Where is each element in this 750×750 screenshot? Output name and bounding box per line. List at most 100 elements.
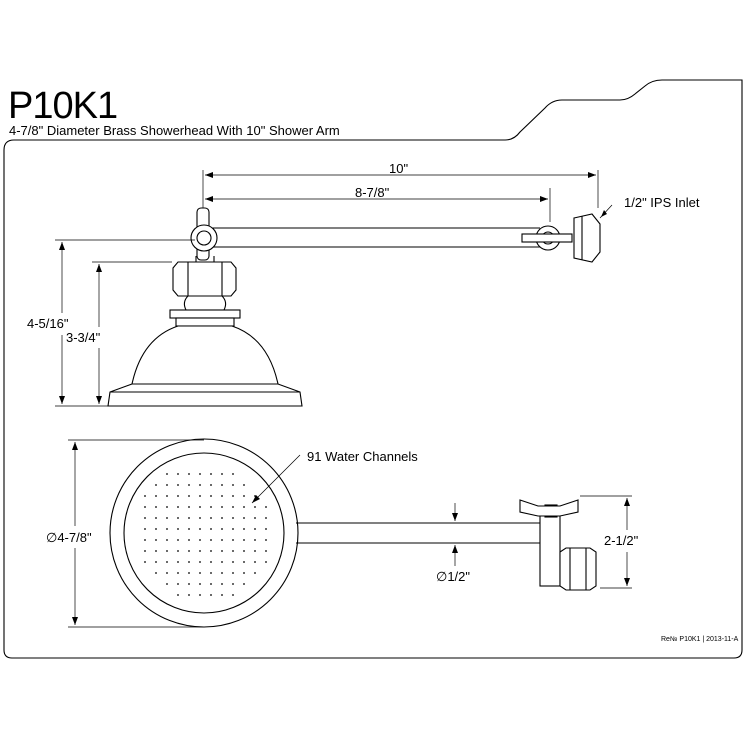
water-channel-dot [188,506,190,508]
water-channel-dot [221,495,223,497]
water-channel-dot [210,528,212,530]
water-channel-dot [166,561,168,563]
water-channel-dot [210,495,212,497]
water-channel-dot [254,517,256,519]
revision-label: Re№ P10K1 | 2013-11-A [661,636,739,643]
water-channel-dot [210,484,212,486]
water-channel-dot [199,528,201,530]
water-channel-dot [188,517,190,519]
water-channel-dot [243,583,245,585]
water-channel-dot [155,506,157,508]
water-channel-dot [243,484,245,486]
water-channel-dot [221,583,223,585]
water-channel-dot [166,572,168,574]
water-channel-dot [210,594,212,596]
water-channel-dot [199,495,201,497]
water-channel-dot [254,550,256,552]
water-channel-dot [232,517,234,519]
water-channel-dot [144,506,146,508]
water-channel-dot [210,572,212,574]
water-channel-dot [232,528,234,530]
dim-arm-inner: 8-7/8" [355,185,390,200]
water-channel-dot [199,561,201,563]
water-channel-dot [232,484,234,486]
water-channel-dot [188,583,190,585]
water-channel-dot [221,506,223,508]
water-channel-dot [166,484,168,486]
water-channel-dot [166,517,168,519]
dim-water-channels: 91 Water Channels [307,449,418,464]
model-number: P10K1 [8,85,118,127]
water-channel-dot [177,583,179,585]
water-channel-dot [243,506,245,508]
water-channel-dot [232,561,234,563]
water-channel-dot [177,495,179,497]
water-channel-dot [166,528,168,530]
water-channel-dot [210,473,212,475]
water-channel-dot [232,495,234,497]
water-channel-dot [232,506,234,508]
water-channel-dot [210,506,212,508]
water-channel-dot [188,561,190,563]
water-channel-dot [265,506,267,508]
water-channel-dot [232,594,234,596]
water-channel-dot [144,561,146,563]
water-channel-dot [188,572,190,574]
water-channel-dot [188,495,190,497]
water-channel-dot [243,550,245,552]
water-channel-dot [155,484,157,486]
water-channel-dot [254,528,256,530]
dim-arm-diameter: ∅1/2" [436,569,471,584]
water-channel-dot [144,539,146,541]
water-channel-dot [232,572,234,574]
product-description: 4-7/8" Diameter Brass Showerhead With 10… [9,123,340,138]
water-channel-dot [210,583,212,585]
water-channel-dot [144,517,146,519]
water-channel-dot [199,539,201,541]
water-channel-dot [199,473,201,475]
water-channel-dot [221,473,223,475]
water-channel-dot [177,484,179,486]
water-channel-dot [144,495,146,497]
water-channel-dot [188,550,190,552]
water-channel-dot [155,517,157,519]
water-channel-dot [177,517,179,519]
drawing-frame [3,79,743,659]
water-channel-dot [166,495,168,497]
dim-height-overall: 4-5/16" [27,316,69,331]
water-channel-dot [199,572,201,574]
water-channel-dot [265,528,267,530]
water-channel-dot [243,561,245,563]
water-channel-dot [188,528,190,530]
water-channel-dot [155,550,157,552]
water-channel-dots [144,473,267,596]
water-channel-dot [177,572,179,574]
water-channel-dot [166,550,168,552]
water-channel-dot [155,561,157,563]
water-channel-dot [210,517,212,519]
water-channel-dot [177,539,179,541]
dim-face-diameter: ∅4-7/8" [46,530,92,545]
water-channel-dot [265,517,267,519]
water-channel-dot [166,539,168,541]
water-channel-dot [243,539,245,541]
water-channel-dot [243,572,245,574]
water-channel-dot [188,473,190,475]
water-channel-dot [210,550,212,552]
water-channel-dot [221,561,223,563]
water-channel-dot [177,594,179,596]
water-channel-dot [199,583,201,585]
dim-arm-overall: 10" [389,161,409,176]
water-channel-dot [254,561,256,563]
water-channel-dot [254,539,256,541]
water-channel-dot [188,539,190,541]
water-channel-dot [177,506,179,508]
water-channel-dot [188,484,190,486]
water-channel-dot [254,506,256,508]
water-channel-dot [232,539,234,541]
water-channel-dot [166,506,168,508]
water-channel-dot [265,561,267,563]
water-channel-dot [221,528,223,530]
water-channel-dot [144,528,146,530]
